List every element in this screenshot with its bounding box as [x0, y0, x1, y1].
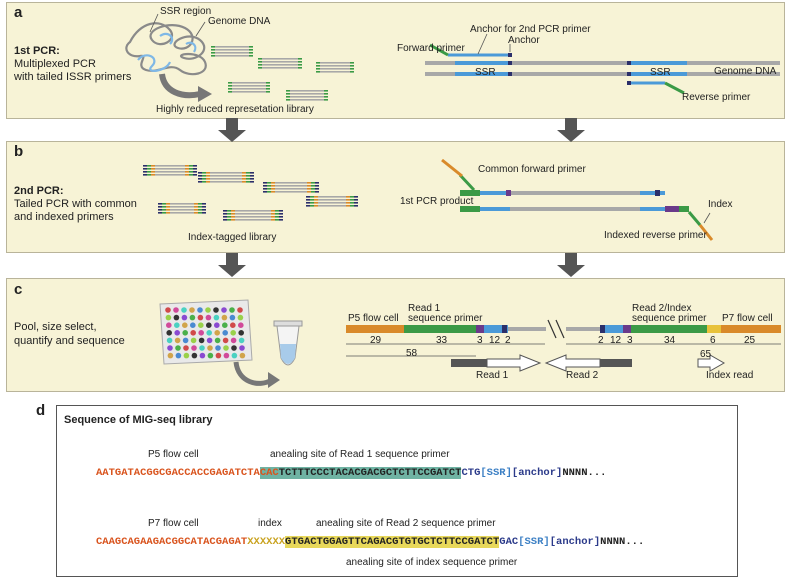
len-34: 34	[664, 335, 676, 346]
step-b-desc-2: and indexed primers	[14, 211, 114, 223]
pcr-product-strands	[441, 158, 714, 241]
index-read-label: Index read	[706, 370, 754, 381]
tube-icon	[273, 320, 303, 366]
len-3a: 3	[477, 335, 483, 346]
step-a-desc-2: with tailed ISSR primers	[14, 71, 132, 83]
sequence-p7: CAAGCAGAAGACGGCATACGAGATXXXXXXGTGACTGGAG…	[96, 536, 644, 548]
anchor-2nd-label: Anchor for 2nd PCR primer	[470, 24, 591, 35]
ssr-region-pointer	[149, 13, 159, 33]
panel-a	[6, 2, 785, 119]
step-b-title: 2nd PCR:	[14, 185, 64, 197]
panel-b	[6, 141, 785, 253]
ssr-2-label: SSR	[650, 67, 671, 78]
len-33: 33	[436, 335, 448, 346]
p7-label-c: P7 flow cell	[722, 313, 773, 324]
step-b-desc-1: Tailed PCR with common	[14, 198, 137, 210]
genome-pointer	[195, 21, 206, 37]
len-6: 6	[710, 335, 716, 346]
seq2-orange: CAAGCAGAAGACGGCATACGAGAT	[96, 536, 248, 548]
panel-d	[56, 405, 738, 577]
seq2-ssr: [SSR]	[518, 536, 550, 548]
panel-b-label: b	[14, 143, 24, 160]
common-forward-label: Common forward primer	[478, 164, 586, 175]
seq2-tail: NNNN...	[600, 536, 645, 548]
len-12a: 12	[489, 335, 501, 346]
seq2-read2-site: GTGACTGGAGTTCAGACGTGTGCTCTTCCGATCT	[285, 536, 500, 548]
p5-label-d: P5 flow cell	[148, 449, 199, 460]
len-65: 65	[700, 349, 712, 360]
step-a-title: 1st PCR:	[14, 45, 60, 57]
panel-d-label: d	[36, 402, 46, 419]
len-58: 58	[406, 348, 418, 359]
library-construct	[346, 319, 781, 357]
anchor-label: Anchor	[508, 35, 540, 46]
library-label: Highly reduced represetation library	[156, 104, 314, 115]
seq1-orange: AATGATACGGCGACCACCGAGATCTA	[96, 467, 260, 479]
read-arrows	[451, 354, 726, 372]
read1-primer-label-1: Read 1	[408, 303, 441, 314]
seq1-ssr: [SSR]	[480, 467, 512, 479]
len-29: 29	[370, 335, 382, 346]
index-library-label: Index-tagged library	[188, 232, 277, 243]
first-product-label: 1st PCR product	[400, 196, 474, 207]
len-2a: 2	[505, 335, 511, 346]
index-label: Index	[708, 199, 733, 210]
seq1-ctg: CTG	[461, 467, 481, 479]
seq2-anchor: [anchor]	[549, 536, 601, 548]
read2-primer-label-2: sequence primer	[632, 313, 707, 324]
read1-primer-label-2: sequence primer	[408, 313, 483, 324]
ssr-region-label: SSR region	[160, 6, 212, 17]
down-arrows	[218, 118, 585, 277]
index-label-d: index	[258, 518, 282, 529]
seq2-index: XXXXXX	[247, 536, 286, 548]
anneal-index-label: anealing site of index sequence primer	[346, 557, 518, 568]
panel-c	[6, 278, 785, 392]
anneal-read2-label: anealing site of Read 2 sequence primer	[316, 518, 496, 529]
seq1-anchor: [anchor]	[511, 467, 563, 479]
genome-strands	[425, 33, 780, 95]
seq1-read1-site: TCTTTCCCTACACGACGCTCTTCCGATCT	[278, 467, 462, 479]
indexed-reverse-label: Indexed reverse primer	[604, 230, 707, 241]
anneal-read1-label: anealing site of Read 1 sequence primer	[270, 449, 450, 460]
genome-tangle-icon	[125, 22, 207, 76]
plate-icon	[159, 299, 253, 365]
read2-primer-label-1: Read 2/Index	[632, 303, 692, 314]
genome-dna-label: Genome DNA	[208, 16, 271, 27]
panel-a-label: a	[14, 4, 23, 21]
read2-label: Read 2	[566, 370, 599, 381]
curved-arrow-a	[159, 73, 201, 99]
read1-label: Read 1	[476, 370, 509, 381]
len-2b: 2	[598, 335, 604, 346]
sequence-p5: AATGATACGGCGACCACCGAGATCTACACTCTTTCCCTAC…	[96, 467, 606, 479]
panel-c-label: c	[14, 281, 23, 298]
step-c-desc-2: quantify and sequence	[14, 335, 125, 347]
seq1-orange-hl: CAC	[259, 467, 279, 479]
genome-dna-right-label: Genome DNA	[714, 66, 777, 77]
len-12b: 12	[610, 335, 622, 346]
reverse-primer-label: Reverse primer	[682, 92, 751, 103]
seq1-tail: NNNN...	[562, 467, 607, 479]
len-25: 25	[744, 335, 756, 346]
seq2-gac: GAC	[499, 536, 519, 548]
library-fragments-b	[143, 165, 358, 221]
forward-primer-label: Forward primer	[397, 43, 465, 54]
panel-d-title: Sequence of MIG-seq library	[64, 414, 213, 426]
p5-label-c: P5 flow cell	[348, 313, 399, 324]
p7-label-d: P7 flow cell	[148, 518, 199, 529]
step-a-desc-1: Multiplexed PCR	[14, 58, 96, 70]
step-c-desc-1: Pool, size select,	[14, 321, 97, 333]
curved-arrow-c	[233, 361, 274, 386]
len-3b: 3	[627, 335, 633, 346]
ssr-1-label: SSR	[475, 67, 496, 78]
library-fragments-a	[211, 46, 354, 101]
